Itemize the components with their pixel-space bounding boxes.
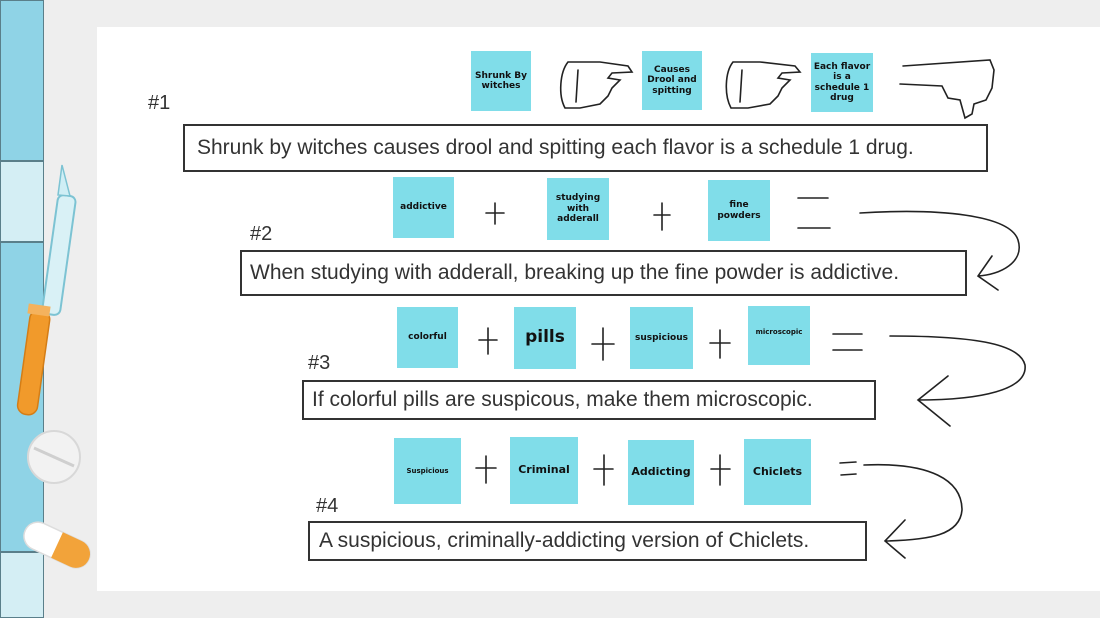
- tile: [0, 0, 44, 161]
- sentence-box: When studying with adderall, breaking up…: [240, 250, 967, 296]
- sticky-note: Each flavor is a schedule 1 drug: [811, 53, 873, 112]
- sticky-note: Criminal: [510, 437, 578, 504]
- slide: [97, 27, 1100, 591]
- sentence-box: If colorful pills are suspicous, make th…: [302, 380, 876, 420]
- sentence-box: A suspicious, criminally-addicting versi…: [308, 521, 867, 561]
- item-number: #4: [316, 495, 339, 517]
- sticky-note: addictive: [393, 177, 454, 238]
- sticky-note: Chiclets: [744, 439, 811, 505]
- sticky-note: Shrunk By witches: [471, 51, 531, 111]
- sticky-note: Addicting: [628, 440, 694, 505]
- item-number: #1: [148, 92, 171, 114]
- item-number: #2: [250, 223, 273, 245]
- sticky-note: pills: [514, 307, 576, 369]
- sticky-note: studying with adderall: [547, 178, 609, 240]
- sticky-note: Causes Drool and spitting: [642, 51, 702, 110]
- sticky-note: fine powders: [708, 180, 770, 241]
- sticky-note: suspicious: [630, 307, 693, 369]
- tile: [0, 242, 44, 552]
- sticky-note: colorful: [397, 307, 458, 368]
- sentence-box: Shrunk by witches causes drool and spitt…: [183, 124, 988, 172]
- sticky-note: Suspicious: [394, 438, 461, 504]
- tile: [0, 552, 44, 618]
- item-number: #3: [308, 352, 331, 374]
- tile: [0, 161, 44, 242]
- sticky-note: microscopic: [748, 306, 810, 365]
